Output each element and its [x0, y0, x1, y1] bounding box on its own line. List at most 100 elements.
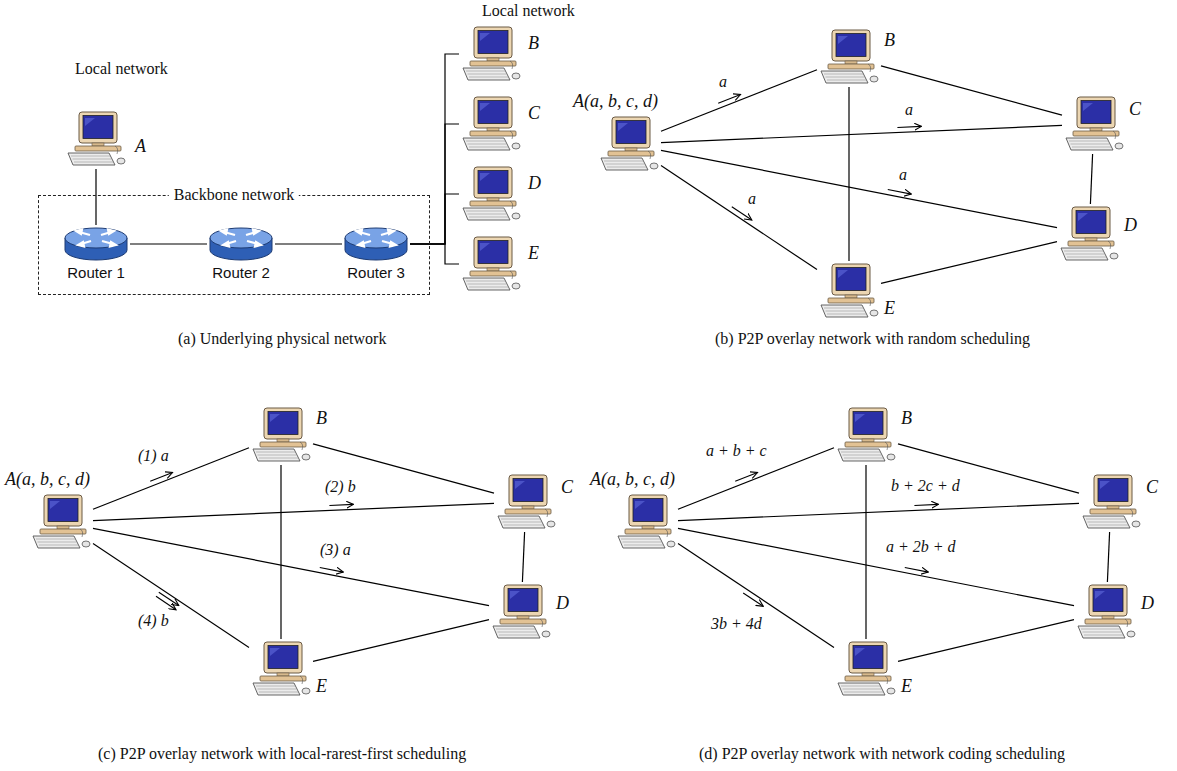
connector: [661, 165, 817, 269]
icon-part: [345, 228, 407, 248]
icon-part: [264, 408, 302, 439]
icon-part: [466, 281, 505, 282]
icon-part: [1083, 103, 1093, 111]
icon-part: [302, 688, 310, 694]
icon-part: [608, 151, 654, 156]
icon-part: [601, 158, 648, 170]
icon-part: [474, 27, 512, 58]
computer-node: E: [835, 640, 897, 698]
edge-label: (3) a: [320, 541, 351, 559]
edge-label: a: [719, 73, 727, 91]
connector: [410, 54, 459, 244]
icon-part: [841, 452, 880, 453]
computer-icon: [250, 640, 312, 698]
computer-icon: [490, 583, 552, 641]
icon-part: [463, 208, 510, 220]
direction-arrow: [329, 504, 353, 505]
icon-part: [68, 153, 115, 165]
icon-part: [504, 585, 542, 616]
computer-node: A(a, b, c, d): [598, 115, 660, 173]
computer-node: B: [818, 28, 880, 86]
icon-part: [1100, 481, 1110, 489]
node-label: D: [1124, 215, 1137, 235]
icon-part: [1132, 521, 1140, 527]
direction-arrow: [743, 593, 763, 606]
connector: [93, 528, 489, 605]
icon-part: [388, 230, 394, 235]
direction-arrow: [718, 95, 740, 104]
network-label: Local network: [482, 2, 575, 20]
icon-part: [108, 230, 114, 235]
icon-part: [509, 475, 547, 506]
icon-part: [470, 271, 516, 276]
icon-part: [844, 692, 883, 693]
icon-part: [478, 241, 508, 264]
icon-part: [845, 295, 857, 298]
edge-label: 3b + 4d: [711, 615, 762, 633]
panel-caption: (a) Underlying physical network: [178, 330, 386, 348]
icon-part: [870, 310, 878, 316]
edge-label: (4) b: [138, 612, 169, 630]
connector: [898, 620, 1074, 662]
icon-part: [268, 646, 298, 669]
computer-icon: [835, 406, 897, 464]
icon-part: [1110, 253, 1118, 259]
icon-part: [665, 529, 668, 537]
icon-part: [1067, 257, 1106, 258]
icon-part: [843, 689, 882, 690]
connector: [661, 125, 1062, 142]
icon-part: [487, 268, 499, 271]
icon-part: [470, 131, 516, 136]
icon-part: [256, 686, 295, 687]
icon-part: [221, 230, 227, 235]
icon-part: [1072, 207, 1110, 238]
computer-icon: [250, 406, 312, 464]
icon-part: [512, 73, 520, 79]
icon-part: [268, 412, 298, 435]
router-node: Router 3: [343, 226, 409, 262]
node-label: E: [884, 298, 895, 318]
icon-part: [853, 646, 883, 669]
icon-part: [512, 283, 520, 289]
edge-label: b + 2c + d: [891, 477, 960, 495]
icon-part: [115, 146, 118, 154]
icon-part: [517, 616, 529, 619]
computer-icon: [615, 493, 677, 551]
icon-part: [508, 589, 538, 612]
icon-part: [75, 146, 121, 151]
computer-node: D: [1058, 205, 1120, 263]
icon-part: [625, 529, 671, 534]
icon-part: [824, 308, 863, 309]
icon-part: [496, 629, 535, 630]
computer-icon: [1075, 583, 1137, 641]
icon-part: [499, 635, 538, 636]
connector: [130, 243, 207, 244]
icon-part: [849, 408, 887, 439]
icon-part: [635, 501, 645, 509]
connector: [848, 87, 849, 261]
icon-part: [1094, 475, 1132, 506]
icon-part: [650, 163, 658, 169]
icon-part: [618, 536, 665, 548]
node-label: B: [316, 408, 327, 428]
edge-label: a: [748, 190, 756, 208]
icon-part: [270, 648, 280, 656]
panel-caption: (d) P2P overlay network with network cod…: [699, 745, 1065, 763]
computer-node: D: [1075, 583, 1137, 641]
connector: [280, 465, 281, 639]
icon-part: [260, 442, 306, 447]
node-label: E: [528, 243, 539, 263]
icon-part: [1125, 619, 1128, 627]
computer-node: A(a, b, c, d): [30, 493, 92, 551]
icon-part: [633, 499, 663, 522]
icon-part: [463, 138, 510, 150]
router-node: Router 1: [63, 226, 129, 262]
computer-icon: [460, 25, 522, 83]
icon-part: [1090, 128, 1102, 131]
direction-arrow: [905, 568, 929, 573]
icon-part: [474, 97, 512, 128]
icon-part: [832, 264, 870, 295]
icon-part: [510, 591, 520, 599]
icon-part: [1115, 143, 1123, 149]
